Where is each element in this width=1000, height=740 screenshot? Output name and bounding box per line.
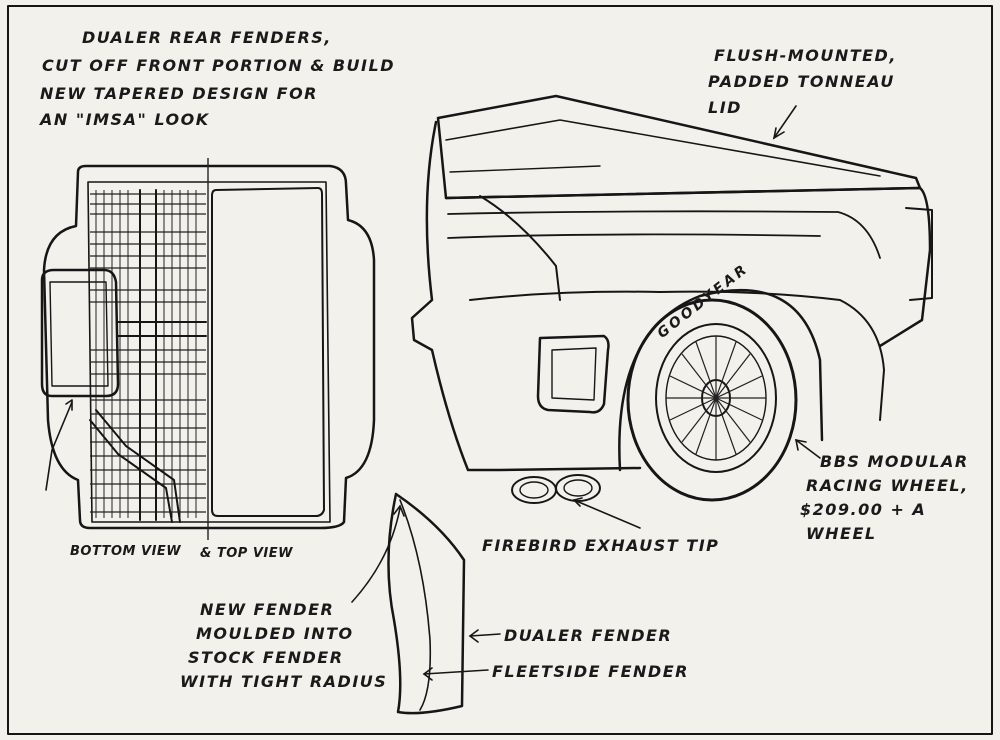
new-fender-line-1: NEW FENDER [200, 600, 335, 619]
dualer-fender-label: DUALER FENDER [504, 626, 673, 645]
wheel-label-line-2: RACING WHEEL, [806, 476, 969, 495]
wheel-label-line-1: BBS MODULAR [820, 452, 969, 471]
fender-note-line-3: NEW TAPERED DESIGN FOR [40, 84, 318, 103]
fender-note-line-2: CUT OFF FRONT PORTION & BUILD [42, 56, 395, 75]
wheel-label-line-3: $209.00 + A [800, 500, 927, 519]
wheel-label-line-4: WHEEL [806, 524, 877, 543]
leader-arrows [351, 105, 821, 681]
bed-bottom-top-view [40, 158, 376, 540]
top-view-label: & TOP VIEW [200, 546, 293, 561]
tonneau-label-line-3: LID [708, 98, 742, 117]
frame-border [7, 5, 993, 735]
new-fender-line-3: STOCK FENDER [188, 648, 344, 667]
bottom-view-label: BOTTOM VIEW [70, 544, 182, 559]
truck-rear-three-quarter-view [410, 94, 933, 504]
fender-note-line-1: DUALER REAR FENDERS, [82, 28, 332, 47]
fender-profile-detail [387, 492, 466, 715]
tire [626, 298, 798, 502]
new-fender-line-4: WITH TIGHT RADIUS [180, 672, 388, 691]
tonneau-label-line-1: FLUSH-MOUNTED, [714, 46, 897, 65]
fleetside-fender-label: FLEETSIDE FENDER [492, 662, 689, 681]
tonneau-label-line-2: PADDED TONNEAU [708, 72, 895, 91]
exhaust-label: FIREBIRD EXHAUST TIP [482, 536, 720, 555]
new-fender-line-2: MOULDED INTO [196, 624, 354, 643]
fender-note-line-4: AN "IMSA" LOOK [40, 110, 210, 129]
